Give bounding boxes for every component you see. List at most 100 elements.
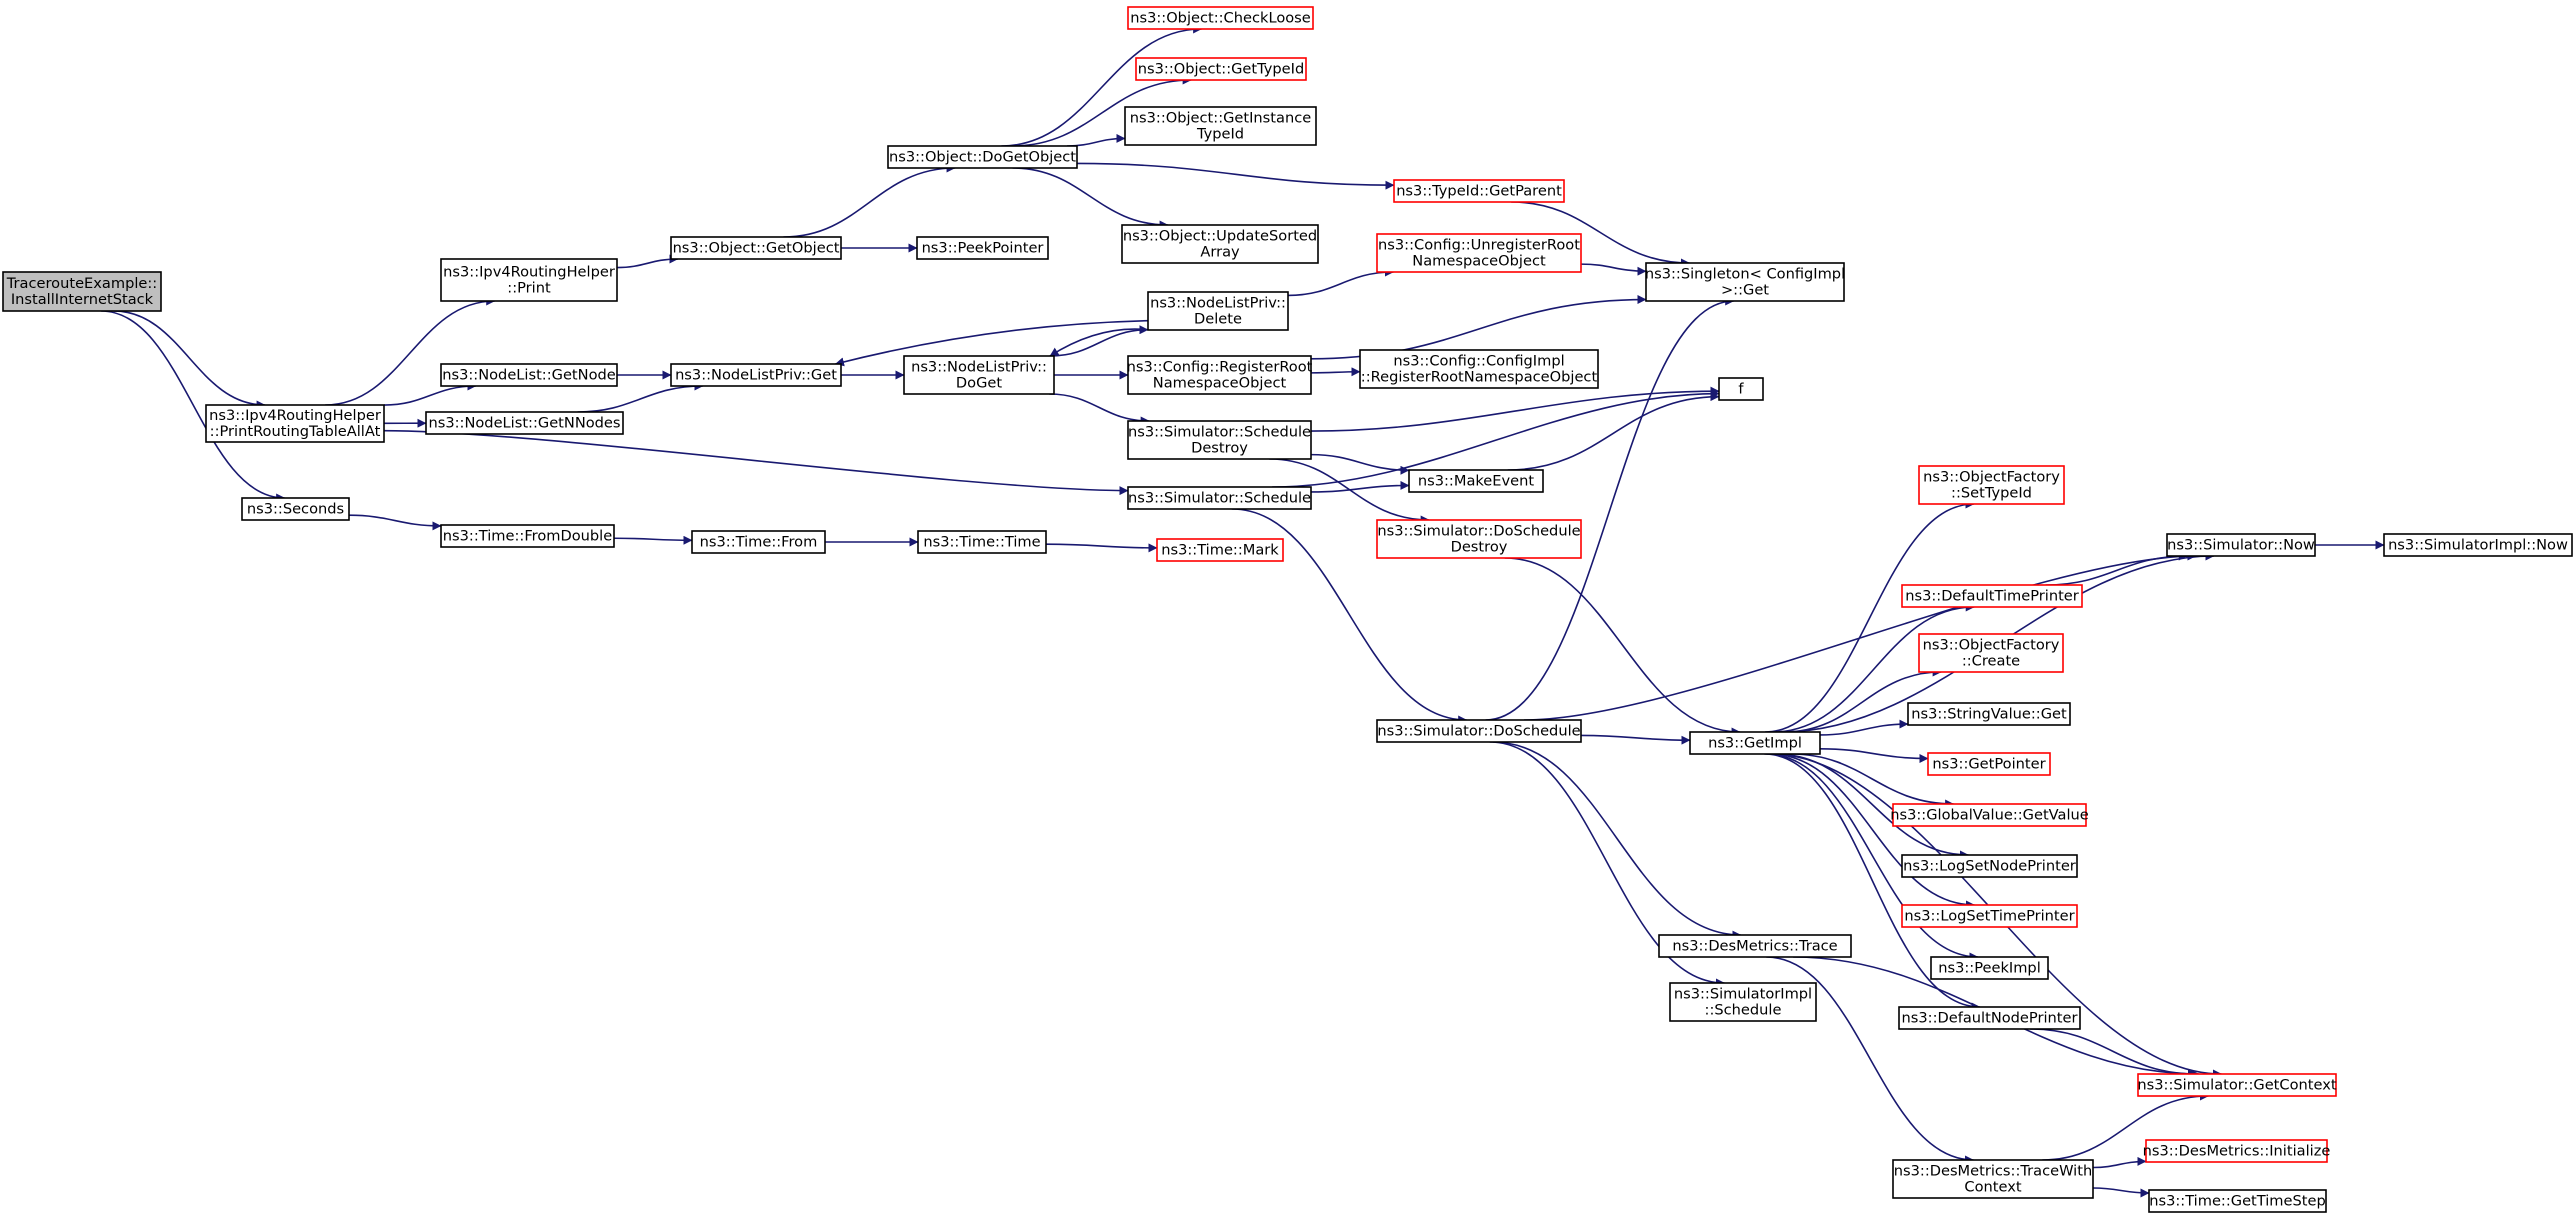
function-node-simimplschedule[interactable]: ns3::SimulatorImpl::Schedule <box>1669 982 1817 1022</box>
function-node-singletonget[interactable]: ns3::Singleton< ConfigImpl >::Get <box>1645 262 1845 302</box>
node-label: ns3::Object::CheckLoose <box>1130 9 1311 26</box>
call-edge-printrtall-to-rhprint <box>325 296 496 406</box>
node-box <box>1901 584 2083 608</box>
node-box <box>241 497 350 521</box>
call-edge-dogetobject-to-gettypeid <box>1012 75 1192 147</box>
call-edge-desmtracewith-to-timegetstep <box>2092 1187 2150 1198</box>
node-label: ns3::Simulator::DoSchedule <box>1377 722 1580 739</box>
node-label: TypeId <box>1196 125 1244 142</box>
node-label: ::Create <box>1962 652 2020 669</box>
function-node-nlpdelete[interactable]: ns3::NodeListPriv::Delete <box>1147 291 1289 331</box>
function-node-root: TracerouteExample::InstallInternetStack <box>2 271 162 312</box>
function-node-timetime[interactable]: ns3::Time::Time <box>917 530 1047 554</box>
function-node-peekimpl[interactable]: ns3::PeekImpl <box>1930 956 2049 980</box>
function-node-typeidgetparent[interactable]: ns3::TypeId::GetParent <box>1393 179 1565 203</box>
function-node-defnodeprinter[interactable]: ns3::DefaultNodePrinter <box>1898 1006 2081 1030</box>
call-edge-typeidgetparent-to-singletonget <box>1511 201 1690 268</box>
node-box <box>1127 6 1314 30</box>
call-edge-dogetobject-to-checkloose <box>1001 24 1203 147</box>
node-label: ns3::NodeListPriv:: <box>911 358 1047 375</box>
node-box <box>1892 803 2087 827</box>
function-node-getimpl[interactable]: ns3::GetImpl <box>1689 731 1821 755</box>
node-label: ns3::TypeId::GetParent <box>1396 182 1562 199</box>
function-node-simdoschedule[interactable]: ns3::Simulator::DoSchedule <box>1376 719 1582 743</box>
function-node-objfactsettypeid[interactable]: ns3::ObjectFactory::SetTypeId <box>1918 465 2065 505</box>
function-node-simschedule[interactable]: ns3::Simulator::Schedule <box>1127 486 1312 510</box>
function-node-peekpointer[interactable]: ns3::PeekPointer <box>916 236 1049 260</box>
call-edge-getimpl-to-globalvalueget <box>1790 753 1955 809</box>
function-node-unregroot[interactable]: ns3::Config::UnregisterRootNamespaceObje… <box>1376 233 1582 273</box>
function-node-simgetcontext[interactable]: ns3::Simulator::GetContext <box>2137 1073 2337 1097</box>
function-node-timegetstep[interactable]: ns3::Time::GetTimeStep <box>2148 1189 2327 1213</box>
node-label: ns3::ObjectFactory <box>1923 468 2060 485</box>
function-node-desminit[interactable]: ns3::DesMetrics::Initialize <box>2143 1139 2331 1163</box>
call-edge-nlgetnnodes-to-nlpget <box>577 381 704 413</box>
function-node-getobject[interactable]: ns3::Object::GetObject <box>670 236 842 260</box>
function-node-timefrom[interactable]: ns3::Time::From <box>691 530 826 554</box>
node-label: ns3::DefaultTimePrinter <box>1905 587 2079 604</box>
function-node-logsettimeprinter[interactable]: ns3::LogSetTimePrinter <box>1901 904 2078 928</box>
function-node-nlgetnode[interactable]: ns3::NodeList::GetNode <box>440 363 618 387</box>
node-box <box>1359 349 1599 389</box>
call-edge-rhprint-to-getobject <box>616 254 679 269</box>
function-node-simimplnow[interactable]: ns3::SimulatorImpl::Now <box>2383 533 2573 557</box>
function-node-nlpget[interactable]: ns3::NodeListPriv::Get <box>670 363 842 387</box>
function-node-makeevent[interactable]: ns3::MakeEvent <box>1408 469 1544 493</box>
function-node-timemark[interactable]: ns3::Time::Mark <box>1156 538 1284 562</box>
function-node-fromdouble[interactable]: ns3::Time::FromDouble <box>440 524 615 548</box>
function-node-stringvalueget[interactable]: ns3::StringValue::Get <box>1907 702 2071 726</box>
node-box <box>205 404 385 443</box>
node-label: ns3::PeekPointer <box>922 239 1044 256</box>
node-box <box>1918 633 2064 673</box>
node-box <box>1907 702 2071 726</box>
function-node-printrtall[interactable]: ns3::Ipv4RoutingHelper::PrintRoutingTabl… <box>205 404 385 443</box>
node-label: ns3::Simulator::Now <box>2167 536 2315 553</box>
node-label: ::PrintRoutingTableAllAt <box>210 423 381 440</box>
node-box <box>1658 934 1852 958</box>
node-box <box>2148 1189 2327 1213</box>
function-node-seconds[interactable]: ns3::Seconds <box>241 497 350 521</box>
call-edge-root-to-seconds <box>101 310 286 503</box>
function-node-getpointer[interactable]: ns3::GetPointer <box>1927 752 2051 776</box>
call-edge-simschedestroy-to-f <box>1310 386 1720 432</box>
node-label: InstallInternetStack <box>11 291 154 308</box>
function-node-desmtrace[interactable]: ns3::DesMetrics::Trace <box>1658 934 1852 958</box>
node-box <box>1901 904 2078 928</box>
function-node-simnow[interactable]: ns3::Simulator::Now <box>2166 533 2316 557</box>
function-node-checkloose[interactable]: ns3::Object::CheckLoose <box>1127 6 1314 30</box>
function-node-gettypeid[interactable]: ns3::Object::GetTypeId <box>1135 57 1307 81</box>
function-node-cfgimplreg[interactable]: ns3::Config::ConfigImpl::RegisterRootNam… <box>1359 349 1599 389</box>
function-node-nlpdoget[interactable]: ns3::NodeListPriv::DoGet <box>903 355 1055 395</box>
node-label: >::Get <box>1721 281 1769 298</box>
call-edge-fromdouble-to-timefrom <box>613 535 693 545</box>
call-edge-simdoschedule-to-desmtrace <box>1493 741 1742 940</box>
node-box <box>2383 533 2573 557</box>
node-label: ns3::PeekImpl <box>1938 959 2041 976</box>
function-node-logsetnodeprinter[interactable]: ns3::LogSetNodePrinter <box>1901 854 2078 878</box>
function-node-objfactcreate[interactable]: ns3::ObjectFactory::Create <box>1918 633 2064 673</box>
node-box <box>440 524 615 548</box>
node-box <box>1376 519 1582 559</box>
function-node-rhprint[interactable]: ns3::Ipv4RoutingHelper::Print <box>440 258 618 302</box>
node-label: ns3::Object::GetTypeId <box>1138 60 1304 77</box>
function-node-nlgetnnodes[interactable]: ns3::NodeList::GetNNodes <box>425 411 624 435</box>
call-edge-makeevent-to-f <box>1507 392 1720 471</box>
node-box <box>2137 1073 2337 1097</box>
node-label: ns3::DesMetrics::Initialize <box>2143 1142 2331 1159</box>
node-label: ::Print <box>507 279 551 296</box>
node-box <box>1930 956 2049 980</box>
node-box <box>2166 533 2316 557</box>
node-label: f <box>1738 380 1744 397</box>
node-box <box>440 258 618 302</box>
function-node-regroot[interactable]: ns3::Config::RegisterRootNamespaceObject <box>1127 355 1313 395</box>
function-node-globalvalueget[interactable]: ns3::GlobalValue::GetValue <box>1890 803 2089 827</box>
function-node-f[interactable]: f <box>1718 377 1764 401</box>
node-box <box>1669 982 1817 1022</box>
function-node-dogetobject[interactable]: ns3::Object::DoGetObject <box>887 145 1078 169</box>
function-node-deftimeprinter[interactable]: ns3::DefaultTimePrinter <box>1901 584 2083 608</box>
